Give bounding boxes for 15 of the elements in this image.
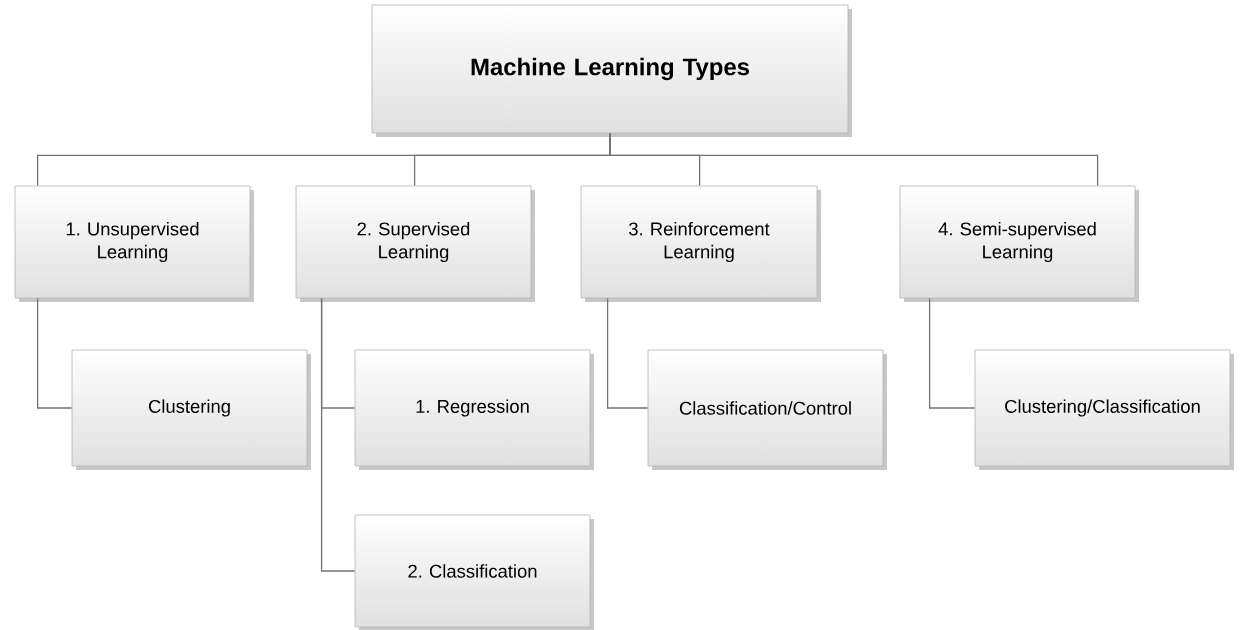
connector-line	[609, 132, 1099, 187]
subtype-box: Clustering	[71, 349, 311, 470]
connector-line	[606, 297, 649, 409]
connector-line	[36, 297, 73, 409]
connector-line	[320, 297, 356, 572]
subtype-box: Classification/Control	[647, 349, 887, 470]
subtype-box: 1. Regression	[354, 349, 594, 470]
connector-line	[928, 297, 976, 409]
category-box: 3. Reinforcement Learning	[580, 185, 821, 302]
category-box: 1. Unsupervised Learning	[14, 185, 254, 302]
subtype-box: 2. Classification	[354, 514, 594, 630]
title-box: Machine Learning Types	[371, 4, 852, 137]
category-box: 2. Supervised Learning	[295, 185, 535, 302]
subtype-box: Clustering/Classification	[974, 349, 1234, 470]
category-box: 4. Semi-supervised Learning	[899, 185, 1139, 302]
